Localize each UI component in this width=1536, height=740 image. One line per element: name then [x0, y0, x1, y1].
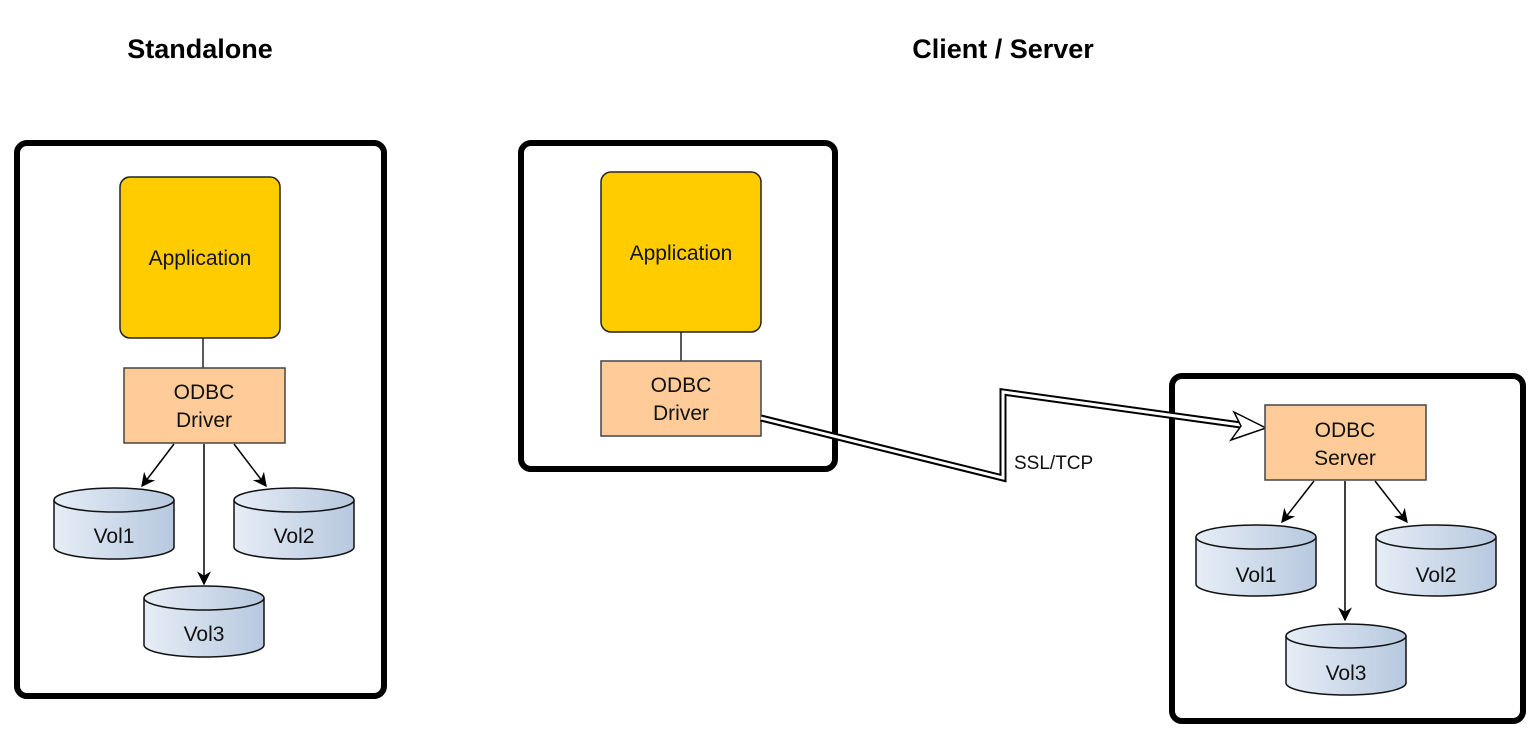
client-application-label: Application [630, 242, 733, 265]
standalone-title: Standalone [127, 34, 273, 64]
server-vol3-label: Vol3 [1326, 662, 1367, 685]
connection-label: SSL/TCP [1014, 453, 1093, 474]
standalone-arrow-vol1 [141, 443, 175, 488]
standalone-vol2-label: Vol2 [274, 525, 315, 548]
standalone-arrow-vol2 [233, 443, 267, 488]
connection-arrow-head [1229, 410, 1268, 442]
standalone-application-label: Application [149, 247, 252, 270]
standalone-odbc-driver-box[interactable]: ODBC Driver [123, 367, 286, 444]
standalone-driver-label-line1: ODBC [174, 381, 235, 404]
server-volume-vol1[interactable]: Vol1 [1195, 524, 1317, 597]
server-vol2-label: Vol2 [1416, 564, 1457, 587]
standalone-vol3-label: Vol3 [184, 623, 225, 646]
standalone-volume-vol3[interactable]: Vol3 [143, 585, 265, 658]
client-server-title: Client / Server [912, 34, 1094, 64]
server-arrow-vol1 [1281, 480, 1315, 524]
client-application-box[interactable]: Application [600, 171, 762, 333]
ssl-tcp-connection [760, 387, 1268, 483]
server-label-line2: Server [1314, 447, 1376, 470]
standalone-volume-vol2[interactable]: Vol2 [233, 487, 355, 560]
standalone-vol1-label: Vol1 [94, 525, 135, 548]
server-vol1-label: Vol1 [1236, 564, 1277, 587]
server-volume-vol2[interactable]: Vol2 [1375, 524, 1497, 597]
server-volume-vol3[interactable]: Vol3 [1285, 623, 1407, 696]
standalone-application-box[interactable]: Application [119, 176, 281, 339]
server-label-line1: ODBC [1315, 419, 1376, 442]
client-driver-label-line2: Driver [653, 402, 709, 425]
standalone-volume-vol1[interactable]: Vol1 [53, 487, 175, 560]
server-frame [1169, 373, 1526, 724]
client-odbc-driver-box[interactable]: ODBC Driver [600, 360, 762, 437]
server-arrow-vol2 [1374, 480, 1408, 524]
standalone-driver-label-line2: Driver [176, 409, 232, 432]
client-driver-label-line1: ODBC [651, 374, 712, 397]
odbc-server-box[interactable]: ODBC Server [1264, 404, 1427, 481]
